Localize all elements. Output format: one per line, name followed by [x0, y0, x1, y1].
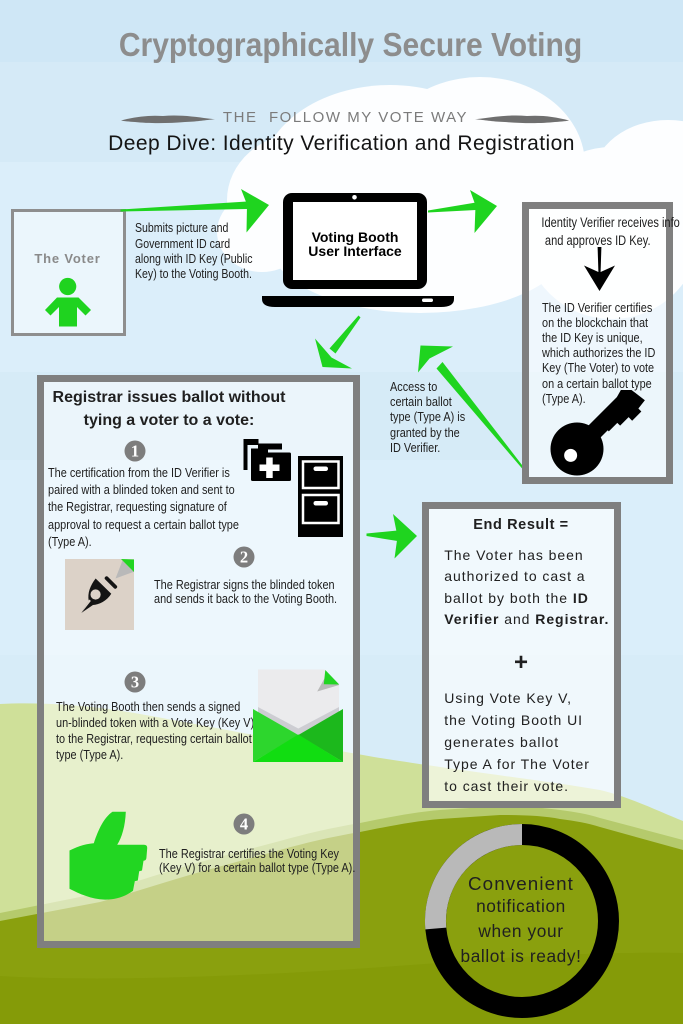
- svg-text:2: 2: [240, 547, 248, 566]
- svg-text:3: 3: [130, 673, 138, 692]
- svg-text:1: 1: [131, 441, 139, 460]
- svg-text:4: 4: [240, 815, 248, 834]
